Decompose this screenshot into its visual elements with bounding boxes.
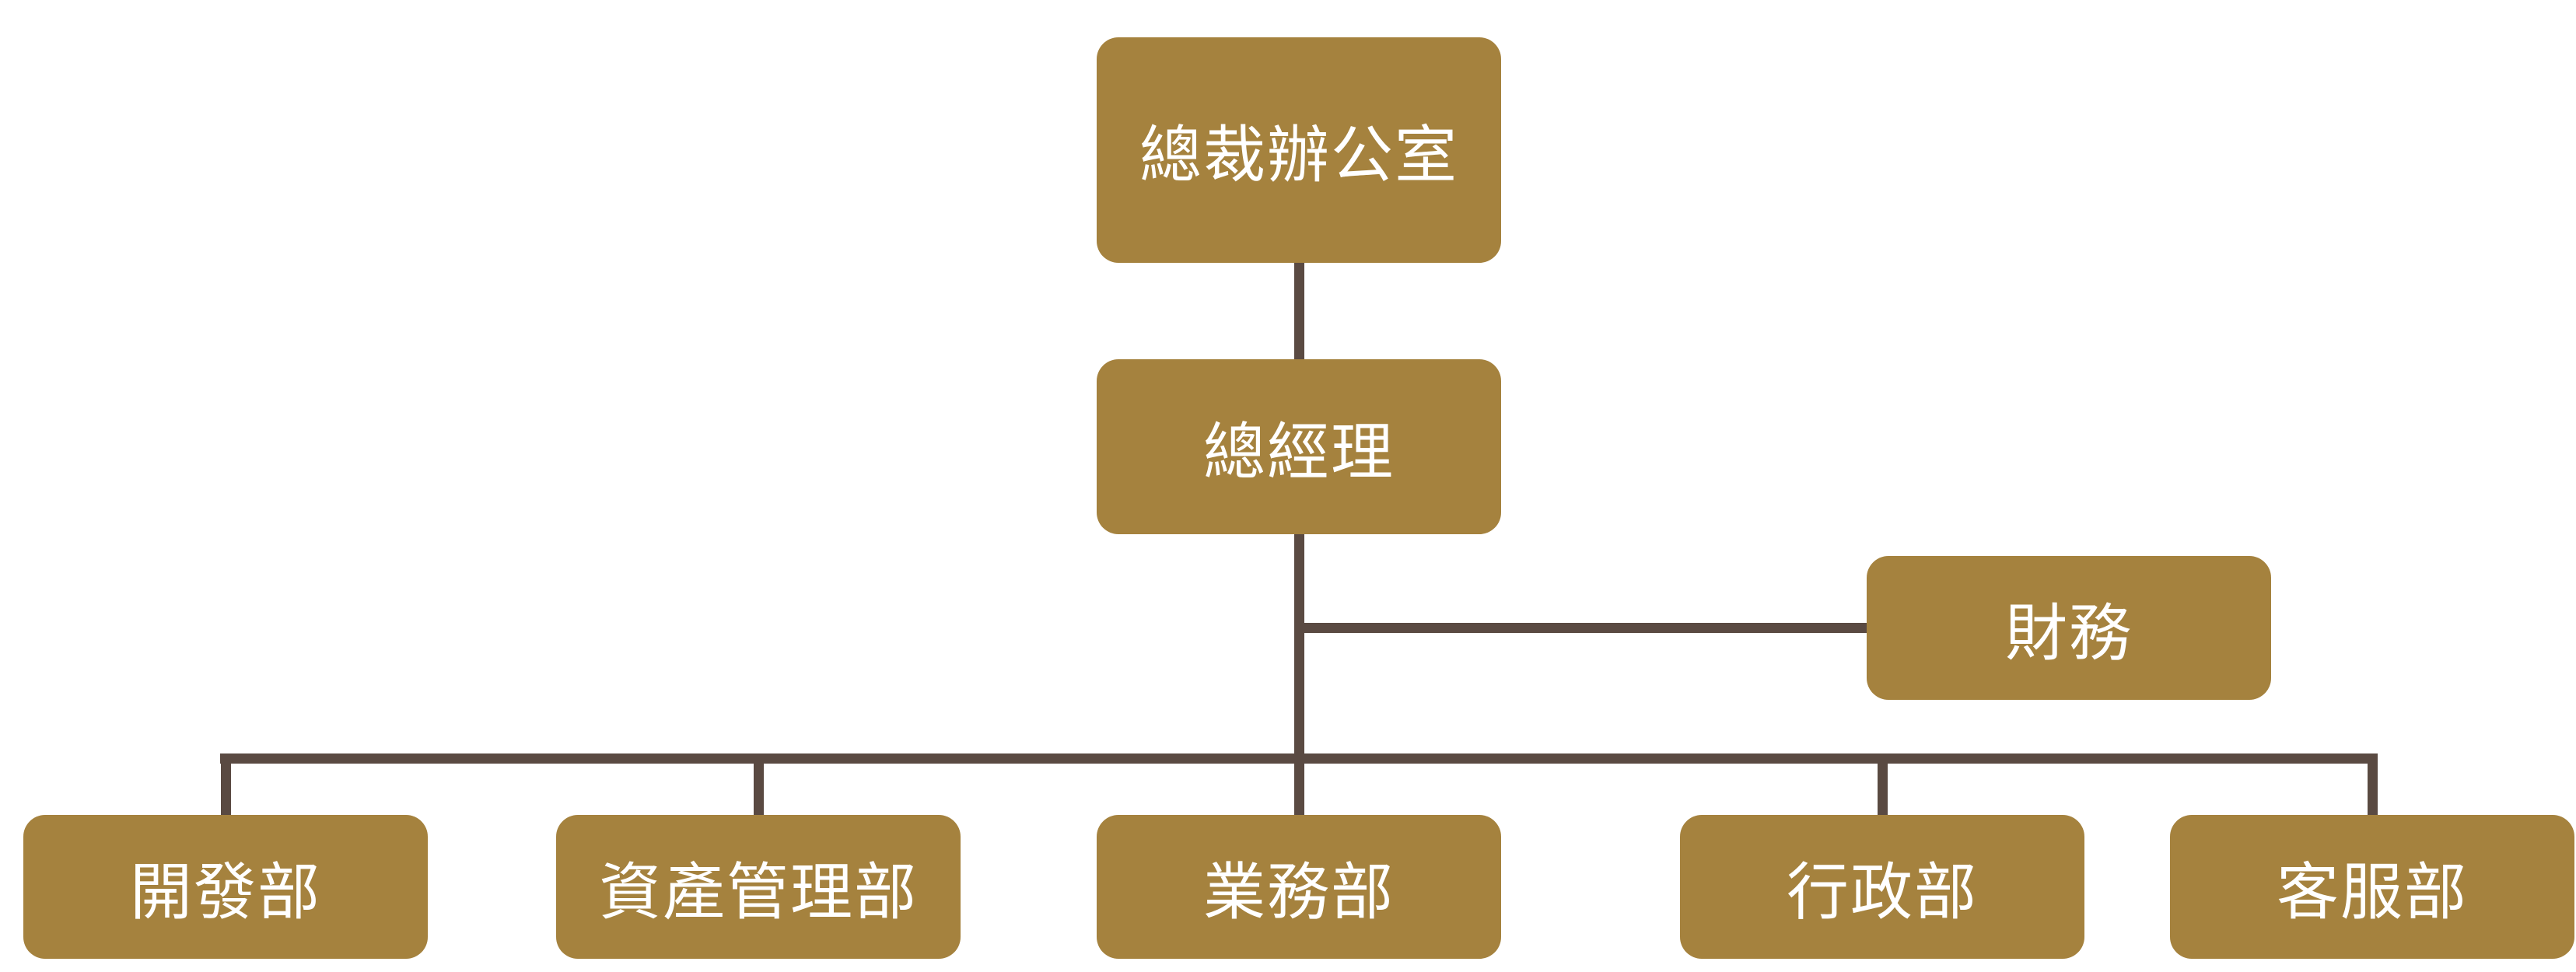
node-development-dept: 開發部 bbox=[23, 815, 428, 959]
node-president-office: 總裁辦公室 bbox=[1097, 37, 1501, 263]
node-general-manager: 總經理 bbox=[1097, 359, 1501, 534]
node-finance: 財務 bbox=[1867, 556, 2271, 700]
connector-gm-trunk bbox=[1294, 534, 1304, 815]
connector-stub-administration bbox=[1878, 758, 1888, 815]
node-business-dept: 業務部 bbox=[1097, 815, 1501, 959]
connector-president-to-gm bbox=[1294, 263, 1304, 359]
connector-departments-rail bbox=[220, 753, 2378, 764]
node-administration-dept: 行政部 bbox=[1680, 815, 2084, 959]
node-asset-management-dept: 資產管理部 bbox=[556, 815, 961, 959]
node-customer-service-dept: 客服部 bbox=[2170, 815, 2574, 959]
connector-stub-asset-management bbox=[754, 758, 764, 815]
connector-stub-customer-service bbox=[2368, 758, 2378, 815]
connector-stub-development bbox=[221, 758, 231, 815]
connector-gm-to-finance bbox=[1299, 623, 1867, 633]
